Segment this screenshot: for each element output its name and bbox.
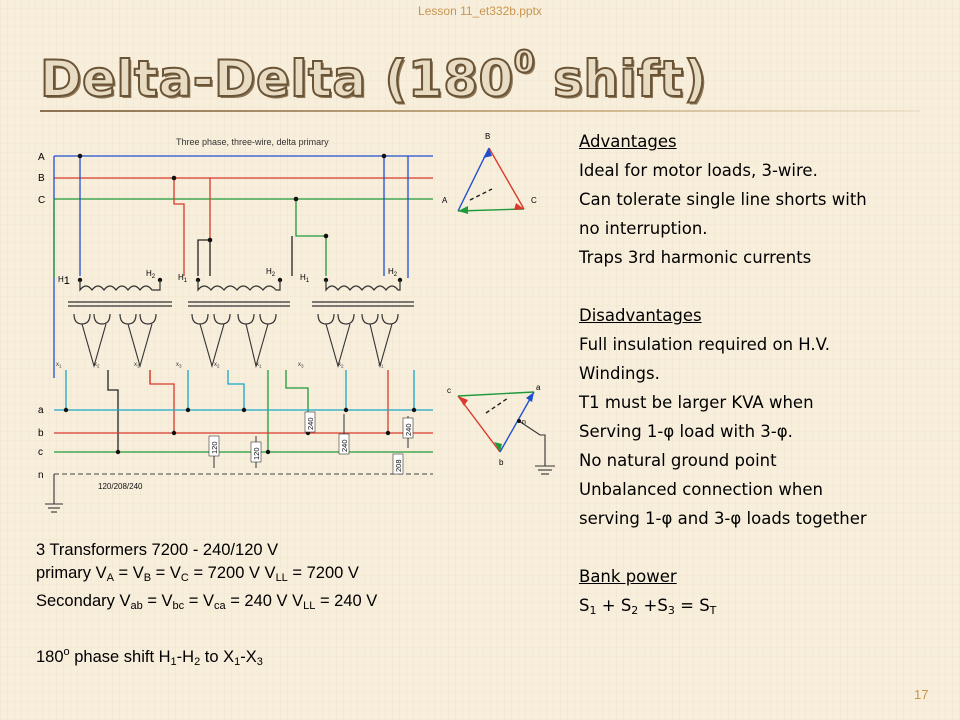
voltage-120-a: 120 <box>210 441 219 454</box>
voltage-240-b: 240 <box>340 439 349 452</box>
line-label-a: A <box>38 152 45 163</box>
svg-text:x1: x1 <box>56 362 62 369</box>
line-label-sec-b: b <box>38 428 44 439</box>
presentation-filename: Lesson 11_et332b.pptx <box>418 4 542 18</box>
primary-wiring <box>53 156 409 378</box>
line-label-sec-a: a <box>38 405 44 416</box>
slide-title: Delta-Delta (1800 shift) <box>39 44 708 109</box>
phasor-label-n: n <box>522 419 526 426</box>
voltage-boxes <box>208 411 414 475</box>
voltage-120-b: 120 <box>252 447 261 460</box>
title-rule <box>40 110 920 112</box>
left-ground-symbol <box>45 474 63 513</box>
line-label-b: B <box>38 173 45 184</box>
svg-text:H2: H2 <box>388 267 398 278</box>
disadvantages-heading: Disadvantages <box>579 306 702 325</box>
junction-dots <box>77 153 387 243</box>
transformer-3 <box>312 280 414 325</box>
spec-secondary-voltage: Secondary Vab = Vbc = Vca = 240 V VLL = … <box>36 592 378 612</box>
spec-primary-voltage: primary VA = VB = VC = 7200 V VLL = 7200… <box>36 564 359 584</box>
svg-text:H1: H1 <box>178 273 188 284</box>
transformer-1 <box>68 280 172 325</box>
voltage-208: 208 <box>394 459 403 472</box>
x-terminals: x1 x2 x3 x3 x2 x1 x3 x2 x1 <box>56 362 384 369</box>
line-label-sec-n: n <box>38 470 44 481</box>
svg-text:H1: H1 <box>58 275 70 287</box>
phasor-label-A: A <box>442 196 448 205</box>
disadvantage-2: Windings. <box>579 364 660 383</box>
pros-cons-panel: Advantages Ideal for motor loads, 3-wire… <box>579 127 959 625</box>
advantage-3: no interruption. <box>579 219 708 238</box>
disadvantage-7: serving 1-φ and 3-φ loads together <box>579 509 867 528</box>
line-label-c: C <box>38 195 45 206</box>
advantage-4: Traps 3rd harmonic currents <box>579 248 812 267</box>
voltage-240-c: 240 <box>404 423 413 436</box>
title-superscript: 0 <box>513 44 536 81</box>
secondary-windings <box>81 323 393 369</box>
h-terminal-dots <box>77 277 403 283</box>
phasor-label-b: b <box>499 458 504 467</box>
phasor-label-B: B <box>485 132 490 141</box>
secondary-leads <box>65 370 415 452</box>
delta-delta-wiring-diagram: Three phase, three-wire, delta primary A… <box>38 132 555 513</box>
spec-transformers: 3 Transformers 7200 - 240/120 V <box>36 541 279 559</box>
svg-text:x2: x2 <box>94 362 100 369</box>
svg-text:x3: x3 <box>298 362 304 369</box>
transformer-specs: 3 Transformers 7200 - 240/120 V primary … <box>36 539 576 674</box>
disadvantage-5: No natural ground point <box>579 451 777 470</box>
voltage-labels: 120 120 240 240 240 208 <box>210 417 413 472</box>
phasor-label-c: c <box>447 386 451 395</box>
system-voltage-label: 120/208/240 <box>98 482 143 491</box>
svg-text:x3: x3 <box>176 362 182 369</box>
voltage-240-a: 240 <box>306 417 315 430</box>
svg-text:H1: H1 <box>300 273 310 284</box>
advantage-2: Can tolerate single line shorts with <box>579 190 867 209</box>
svg-text:H2: H2 <box>266 267 276 278</box>
svg-text:x2: x2 <box>214 362 220 369</box>
primary-phasor-triangle <box>457 147 525 214</box>
disadvantage-4: Serving 1-φ load with 3-φ. <box>579 422 793 441</box>
svg-text:x3: x3 <box>134 362 140 369</box>
diagram-caption: Three phase, three-wire, delta primary <box>176 137 329 147</box>
advantages-heading: Advantages <box>579 132 677 151</box>
advantage-1: Ideal for motor loads, 3-wire. <box>579 161 818 180</box>
bank-power-heading: Bank power <box>579 567 677 586</box>
phasor-label-a: a <box>536 383 541 392</box>
spec-phase-shift: 180o phase shift H1-H2 to X1-X3 <box>36 646 263 668</box>
bank-power-equation: S1 + S2 +S3 = ST <box>579 596 717 617</box>
phi-symbol: φ <box>730 509 742 528</box>
disadvantage-6: Unbalanced connection when <box>579 480 823 499</box>
svg-text:x1: x1 <box>256 362 262 369</box>
svg-text:x1: x1 <box>378 362 384 369</box>
phi-symbol: φ <box>776 422 788 441</box>
disadvantage-3: T1 must be larger KVA when <box>579 393 814 412</box>
phi-symbol: φ <box>661 509 673 528</box>
secondary-dots <box>63 407 417 455</box>
svg-text:x2: x2 <box>338 362 344 369</box>
secondary-phasor-triangle <box>457 391 555 475</box>
h1-sub: 1 <box>64 275 70 287</box>
phasor-neutral-dot <box>517 419 521 423</box>
phi-symbol: φ <box>663 422 675 441</box>
disadvantage-1: Full insulation required on H.V. <box>579 335 831 354</box>
phasor-label-C: C <box>531 196 537 205</box>
page-number: 17 <box>914 687 929 702</box>
svg-text:H2: H2 <box>146 269 156 280</box>
transformer-2 <box>188 280 290 325</box>
h-terminals: H1 H2 H1 H2 H1 H2 <box>58 267 398 287</box>
line-label-sec-c: c <box>38 447 43 458</box>
